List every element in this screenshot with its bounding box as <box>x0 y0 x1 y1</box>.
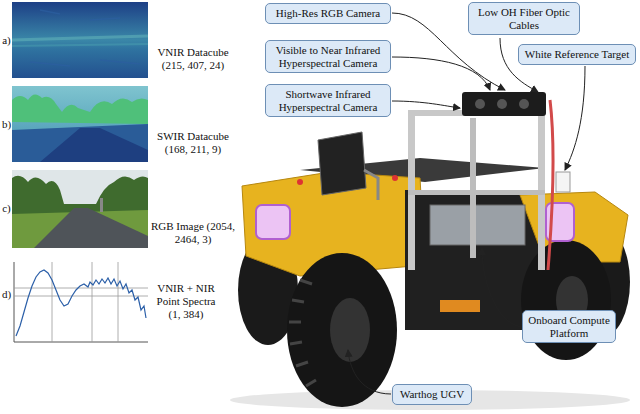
data-caption: SWIR Datacube (168, 211, 9) <box>151 130 235 156</box>
spectra-plot <box>14 262 148 342</box>
data-caption: RGB Image (2054, 2464, 3) <box>151 220 235 246</box>
vnir-image <box>12 2 148 78</box>
data-caption: VNIR Datacube (215, 407, 24) <box>151 46 235 72</box>
panel-letter: d) <box>1 288 12 301</box>
callout-box: High-Res RGB Camera <box>265 3 391 24</box>
rgb-image <box>12 170 148 248</box>
panel-letter: b) <box>1 118 12 131</box>
leader-line <box>392 57 490 90</box>
panel-letter: a) <box>1 34 12 47</box>
callout-text: Warthog UGV <box>397 388 467 401</box>
callout-box: Shortwave Infrared Hyperspectral Camera <box>265 84 391 117</box>
leader-line <box>392 101 460 108</box>
callout-box: Warthog UGV <box>392 384 472 405</box>
leader-line <box>565 66 585 170</box>
swir-image <box>12 86 148 162</box>
leader-line <box>482 248 521 327</box>
callout-box: Onboard Compute Platform <box>522 310 616 343</box>
callout-text: Low OH Fiber Optic Cables <box>473 6 575 31</box>
callout-box: White Reference Target <box>518 44 636 65</box>
leader-line <box>348 350 391 394</box>
callout-text: White Reference Target <box>523 48 631 61</box>
callout-box: Visible to Near Infrared Hyperspectral C… <box>265 40 391 73</box>
callout-box: Low OH Fiber Optic Cables <box>468 2 580 35</box>
callout-text: High-Res RGB Camera <box>270 7 386 20</box>
panel-letter: c) <box>1 202 12 215</box>
callout-text: Shortwave Infrared Hyperspectral Camera <box>270 88 386 113</box>
robot-photo <box>230 92 630 410</box>
data-caption: VNIR + NIR Point Spectra (1, 384) <box>150 282 222 322</box>
callout-text: Visible to Near Infrared Hyperspectral C… <box>270 44 386 69</box>
callout-text: Onboard Compute Platform <box>527 314 611 339</box>
